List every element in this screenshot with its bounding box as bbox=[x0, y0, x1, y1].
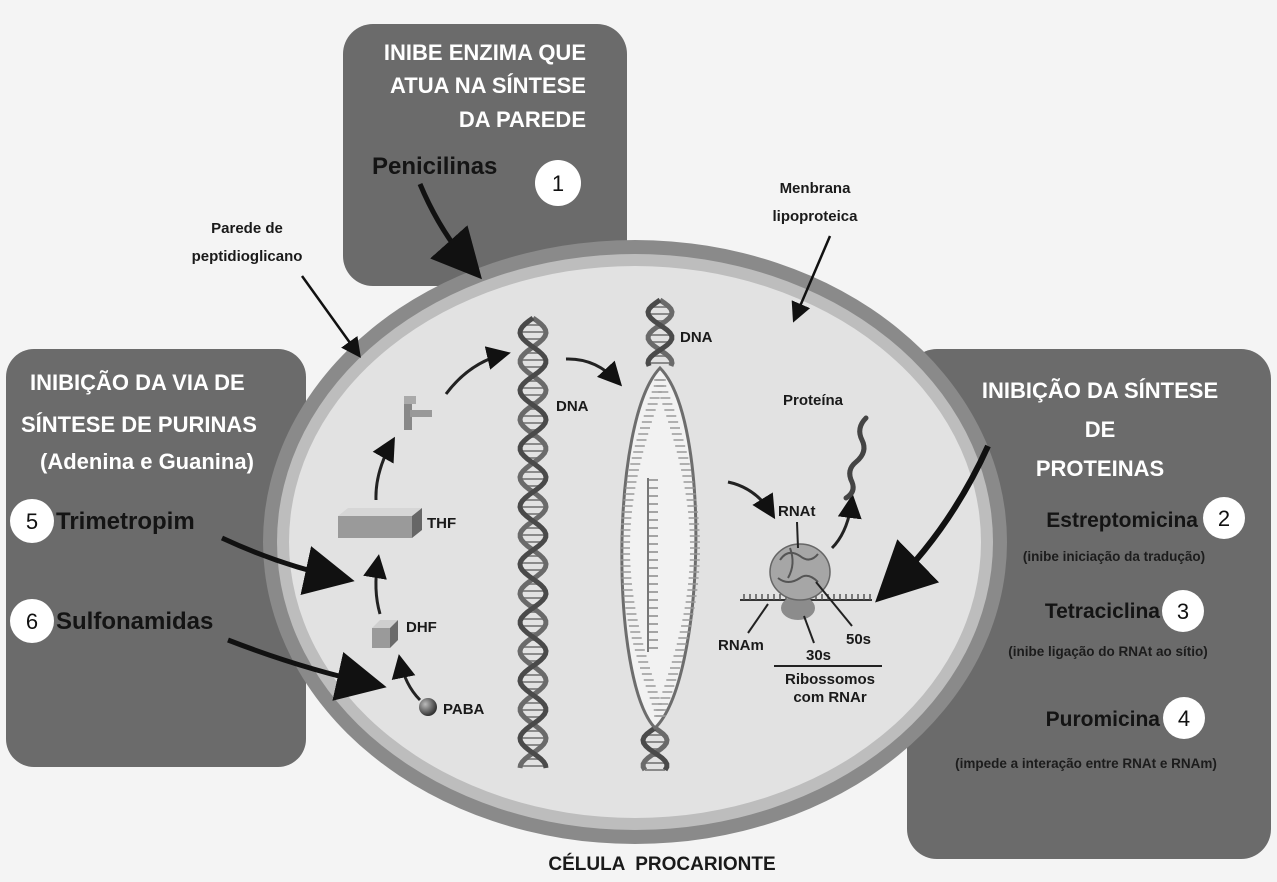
dhf-to-thf-arrow bbox=[363, 554, 387, 615]
number-badge-1-text: 1 bbox=[552, 171, 564, 196]
drug-tetraciclina: Tetraciclina bbox=[1045, 600, 1160, 623]
replication-arrow bbox=[565, 357, 623, 387]
rnat-label: RNAt bbox=[778, 503, 816, 520]
left-box-line-3: (Adenina e Guanina) bbox=[40, 449, 254, 474]
number-badge-2-text: 2 bbox=[1218, 506, 1230, 531]
dhf-label: DHF bbox=[406, 619, 437, 636]
pointer-30s bbox=[803, 615, 815, 644]
sulfonamidas-arrow bbox=[227, 637, 387, 701]
wall-label-1: Parede de bbox=[211, 220, 283, 237]
dna-left-label: DNA bbox=[556, 398, 589, 415]
drug-trimetropim: Trimetropim bbox=[56, 508, 195, 535]
left-box-line-1: INIBIÇÃO DA VIA DE bbox=[30, 370, 245, 395]
right-box-line-3: PROTEINAS bbox=[1036, 456, 1164, 481]
cell-title: CÉLULA PROCARIONTE bbox=[548, 853, 775, 875]
paba-molecule bbox=[419, 698, 437, 716]
rnam-pointer bbox=[747, 603, 769, 634]
wall-label-2: peptidioglicano bbox=[192, 248, 303, 265]
ribosome-small-subunit bbox=[781, 596, 815, 620]
left-box-line-2: SÍNTESE DE PURINAS bbox=[21, 412, 257, 437]
thf-label: THF bbox=[427, 515, 456, 532]
pointer-50s bbox=[815, 581, 853, 627]
number-badge-1 bbox=[535, 160, 581, 206]
top-box-line-1: INIBE ENZIMA QUE bbox=[384, 40, 586, 65]
drug-estreptomicina: Estreptomicina bbox=[1046, 509, 1198, 532]
ribosomes-label-1: Ribossomos bbox=[785, 671, 875, 688]
wall-pointer bbox=[300, 275, 361, 359]
number-badge-6-text: 6 bbox=[26, 609, 38, 634]
paba-label: PABA bbox=[443, 701, 485, 718]
purine-molecule bbox=[404, 396, 432, 430]
label-50s: 50s bbox=[846, 631, 871, 648]
top-box-line-2: ATUA NA SÍNTESE bbox=[390, 73, 586, 98]
right-box-line-2: DE bbox=[1085, 417, 1116, 442]
drug-penicilinas: Penicilinas bbox=[372, 153, 497, 180]
number-badge-3-text: 3 bbox=[1177, 599, 1189, 624]
drug-sulfonamidas: Sulfonamidas bbox=[56, 608, 213, 635]
protein-synthesis-arrow bbox=[875, 444, 991, 603]
penicilinas-arrow bbox=[417, 183, 482, 280]
membrane-label-2: lipoproteica bbox=[772, 208, 858, 225]
rnam-label: RNAm bbox=[718, 637, 764, 654]
transcription-arrow bbox=[727, 480, 776, 520]
note-puromicina: (impede a interação entre RNAt e RNAm) bbox=[955, 756, 1217, 771]
number-badge-5 bbox=[10, 499, 54, 543]
protein-chain bbox=[843, 415, 869, 501]
thf-to-purine-arrow bbox=[372, 436, 395, 501]
paba-to-dhf-arrow bbox=[391, 654, 422, 702]
translation-arrow bbox=[830, 494, 862, 550]
trimetropim-arrow bbox=[220, 535, 355, 596]
number-badge-3 bbox=[1162, 590, 1204, 632]
number-badge-4-text: 4 bbox=[1178, 706, 1190, 731]
note-tetraciclina: (inibe ligação do RNAt ao sítio) bbox=[1008, 644, 1208, 659]
number-badge-5-text: 5 bbox=[26, 509, 38, 534]
dhf-block bbox=[372, 620, 398, 648]
label-30s: 30s bbox=[806, 647, 831, 664]
protein-label: Proteína bbox=[783, 392, 844, 409]
membrane-label-1: Menbrana bbox=[780, 180, 852, 197]
left-box bbox=[6, 349, 306, 767]
membrane-pointer bbox=[791, 235, 832, 323]
right-box-line-1: INIBIÇÃO DA SÍNTESE bbox=[982, 378, 1218, 403]
dna-helix-left bbox=[517, 315, 549, 769]
number-badge-6 bbox=[10, 599, 54, 643]
drug-puromicina: Puromicina bbox=[1046, 708, 1161, 731]
top-box bbox=[343, 24, 627, 286]
ribosomes-label-2: com RNAr bbox=[793, 689, 867, 706]
thf-block bbox=[338, 508, 422, 538]
top-box-line-3: DA PAREDE bbox=[459, 107, 586, 132]
dna-right-label: DNA bbox=[680, 329, 713, 346]
purine-to-dna-arrow bbox=[444, 346, 511, 395]
note-estreptomicina: (inibe iniciação da tradução) bbox=[1023, 549, 1205, 564]
ribosome-texture bbox=[777, 547, 819, 583]
rnat-pointer bbox=[796, 521, 799, 549]
number-badge-2 bbox=[1203, 497, 1245, 539]
ribosome-large-subunit bbox=[769, 543, 831, 601]
transcription-bubble bbox=[620, 365, 700, 731]
number-badge-4 bbox=[1163, 697, 1205, 739]
dna-helix-right bbox=[640, 297, 675, 772]
